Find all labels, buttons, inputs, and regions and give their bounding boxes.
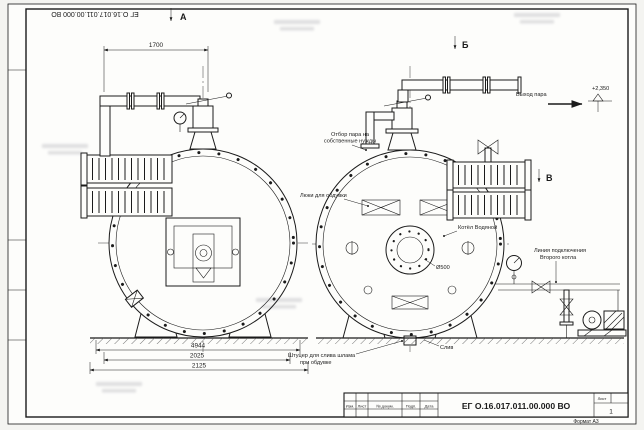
title-block: Изм. Лист № докум. Подп. Дата ЕГ О.16.01…	[343, 392, 629, 425]
view-label-b: Б	[462, 40, 469, 50]
tb-col-izm: Изм.	[346, 404, 355, 409]
doc-number-top: ЕГ О.16.017.011.00.000 ВО	[51, 10, 139, 17]
lower-fitting	[124, 289, 145, 308]
watermark-blob	[514, 13, 560, 24]
sludge-label-1: Штуцер для слива шлама	[288, 353, 356, 359]
watermark-blob	[42, 144, 88, 155]
valve-icon	[531, 280, 542, 294]
header-valve-icon	[477, 139, 489, 155]
elevation-label: +2,350	[592, 86, 609, 92]
watermarks	[42, 13, 560, 393]
watermark-blob	[256, 298, 302, 309]
steam-pipe	[401, 79, 521, 91]
feed-piping	[495, 255, 627, 338]
dimensions: 1700 4944 2025 2125	[89, 42, 309, 374]
second-line-label-2: Второго котла	[540, 255, 577, 261]
view-label-a: А	[180, 12, 187, 22]
right-safety-valve	[391, 107, 413, 130]
right-dome	[387, 132, 417, 151]
tb-col-doc: № докум.	[376, 404, 394, 409]
right-headers	[446, 139, 532, 221]
watermark-blob	[96, 382, 142, 393]
sludge-label-2: при обдувке	[300, 360, 332, 366]
watermark-blob	[274, 20, 320, 31]
format-label: Формат А3	[573, 419, 598, 425]
left-safety-valve	[192, 105, 214, 129]
tb-col-podp: Подп.	[406, 404, 417, 409]
blow-hatches-label: Люки для обдувки	[300, 193, 347, 199]
tb-sheet-caption: Лист	[598, 396, 607, 401]
tb-col-data: Дата	[425, 404, 435, 409]
left-valve-piping	[99, 92, 232, 157]
dim-1700: 1700	[149, 42, 164, 49]
second-line-label-1: Линия подключения	[534, 248, 586, 254]
manhole	[385, 225, 435, 275]
drain-label: Слив	[440, 345, 453, 351]
dim-2125: 2125	[192, 363, 207, 370]
feed-pump	[577, 290, 627, 337]
handholes	[345, 241, 475, 295]
view-label-v: В	[546, 173, 553, 183]
annotations: А Б В Выход пара +2,350 Отбор пара на со…	[169, 8, 612, 366]
own-needs-label-1: Отбор пара на	[331, 132, 370, 138]
ground-line	[90, 337, 624, 344]
left-headers	[80, 152, 173, 219]
right-bolt-ring	[318, 152, 502, 336]
tb-sheet-value: 1	[609, 409, 613, 416]
right-boiler-view	[312, 66, 532, 352]
left-bolt-ring	[111, 151, 295, 335]
left-dome	[189, 131, 217, 150]
manhole-dia-label: Ø500	[436, 265, 450, 271]
left-boiler-view	[80, 66, 308, 352]
right-valve-piping	[360, 76, 522, 151]
own-needs-label-2: собственные нужды	[324, 139, 376, 145]
tb-col-list: Лист	[358, 404, 367, 409]
tb-doc-number: ЕГ О.16.017.011.00.000 ВО	[462, 401, 571, 411]
steam-out-label: Выход пара	[516, 92, 548, 98]
dim-2025: 2025	[190, 353, 205, 360]
burner-assembly	[165, 217, 241, 287]
boiler-label: Котёл Водяной	[458, 224, 497, 231]
dim-4944: 4944	[191, 343, 206, 350]
